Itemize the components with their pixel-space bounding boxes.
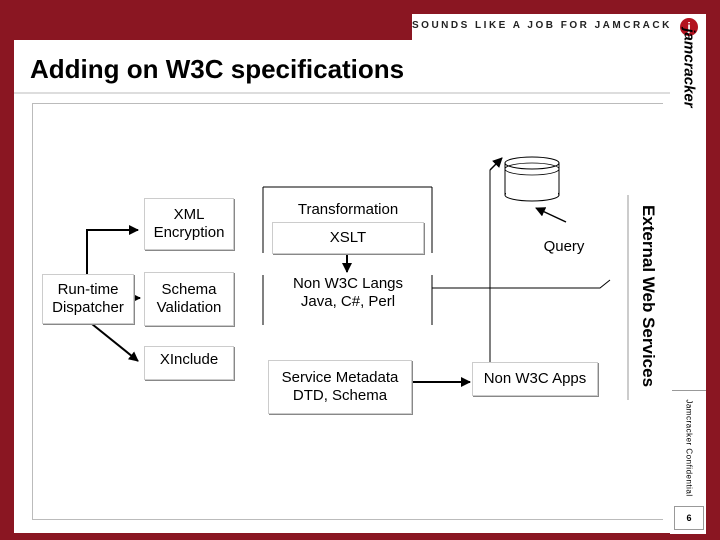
arrow-query-to-db <box>535 207 567 223</box>
runtime-line-2: Dispatcher <box>52 299 124 316</box>
arrow-trunk-to-db <box>489 157 503 171</box>
langs-line-2: Java, C#, Perl <box>300 293 396 310</box>
xslt-node: XSLT <box>272 222 424 254</box>
metadata-line-1: Service Metadata <box>281 369 399 386</box>
schema-line-1: Schema <box>161 281 217 298</box>
transformation-label: Transformation <box>297 201 399 218</box>
apps-label: Non W3C Apps <box>483 370 587 387</box>
external-web-services-label: External Web Services <box>639 204 658 388</box>
query-label: Query <box>543 238 585 255</box>
xml-encryption-node: XML Encryption <box>144 198 234 250</box>
database-icon <box>504 156 560 202</box>
title-divider <box>14 92 670 94</box>
jamcracker-logo-icon: j <box>680 18 698 36</box>
metadata-line-2: DTD, Schema <box>292 387 388 404</box>
langs-line-1: Non W3C Langs <box>292 275 404 292</box>
title-area <box>14 40 670 92</box>
arrow-runtime-to-encryption <box>86 225 139 278</box>
service-metadata-node: Service Metadata DTD, Schema <box>268 360 412 414</box>
runtime-line-1: Run-time <box>57 281 119 298</box>
xinclude-label: XInclude <box>159 351 219 368</box>
tagline-bar <box>412 14 670 42</box>
runtime-dispatcher-node: Run-time Dispatcher <box>42 274 134 324</box>
schema-validation-node: Schema Validation <box>144 272 234 326</box>
schema-line-2: Validation <box>156 299 222 316</box>
query-to-services <box>432 279 611 289</box>
encryption-line-2: Encryption <box>153 224 225 241</box>
slide-title: Adding on W3C specifications <box>30 54 405 84</box>
non-w3c-langs-label: Non W3C Langs Java, C#, Perl <box>266 275 430 311</box>
tagline: SOUNDS LIKE A JOB FOR JAMCRACKER <box>412 20 691 31</box>
page-number: 6 <box>674 506 704 530</box>
non-w3c-apps-node: Non W3C Apps <box>472 362 598 396</box>
arrow-runtime-to-xinclude <box>86 319 139 362</box>
xslt-label: XSLT <box>329 229 367 246</box>
xinclude-node: XInclude <box>144 346 234 380</box>
sidebar-divider <box>672 390 706 391</box>
encryption-line-1: XML <box>173 206 205 223</box>
